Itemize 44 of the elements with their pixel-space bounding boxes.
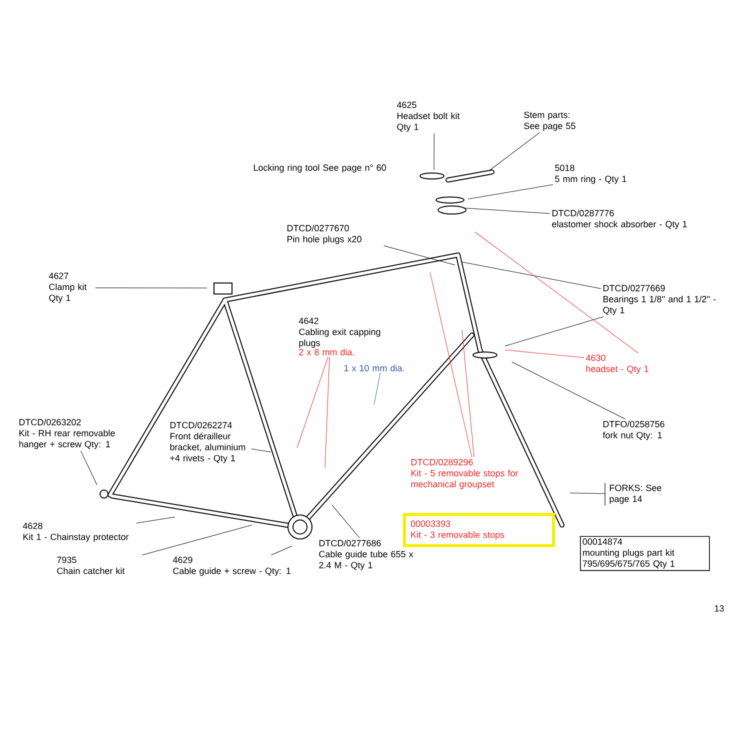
callout-text: 4625 Headset bolt kit Qty 1 [396,102,460,132]
callout-text: 4627 Clamp kit Qty 1 [48,272,87,303]
leader-line [474,232,638,354]
note-text: Locking ring tool See page n° 60 [254,164,386,173]
leader-line [468,184,554,200]
callout-text: Stem parts: See page 55 [524,112,576,131]
callout-text: DTCD/0287776 elastomer shock absorber - Qty 1 [552,210,687,230]
leader-line [136,516,176,524]
leader-line [324,356,330,468]
leader-line [490,132,540,170]
leader-line [142,524,252,556]
leader-line [374,372,380,406]
callout-text: 4642 Cabling exit capping plugs [298,318,380,348]
page-number: 13 [714,605,724,612]
callout-text: DTCD/0277669 Bearings 1 1/8'' and 1 1/2'' - Qty 1 [603,284,716,316]
leader-line [384,246,456,266]
callout-text: 5018 5 mm ring - Qty 1 [555,164,626,184]
callout-text: DTCD/0289296 Kit - 5 removable stops for mechanical groupset [411,458,518,490]
leader-line [504,316,604,346]
callout-text: 4629 Cable guide + screw - Qty: 1 [172,556,291,576]
callout-text: 1 x 10 mm dia. [344,364,404,372]
callout-text: 4628 Kit 1 - Chainstay protector [22,522,129,542]
leader-line [270,546,292,556]
leader-line [296,356,328,448]
leader-line [430,272,472,458]
leader-line [80,450,98,486]
callout-text: DTCD/0263202 Kit - RH rear removable hanger + screw Qty: 1 [19,418,115,450]
callout-text: 7935 Chain catcher kit [57,556,125,574]
callout-text: DTCD/0277670 Pin hole plugs x20 [287,224,362,244]
callout-text: DTCD/0262274 Front dérailleur bracket, aluminium +4 rivets - Qty 1 [170,422,246,464]
callout-text: DTFO/0258756 fork nut Qty: 1 [602,420,664,440]
leader-line [462,330,474,458]
callout-text: 2 x 8 mm dia. [299,348,354,356]
leader-line [251,448,272,452]
callout-text: 4630 headset - Qty 1 [586,354,648,374]
leader-line [462,262,602,289]
callout-box: 00003393 Kit - 3 removable stops [403,513,555,548]
leader-line [504,350,584,358]
leader-line [570,492,606,494]
leader-line [332,504,360,538]
leader-line [462,208,550,214]
callout-box: 00014874 mounting plugs part kit 795/695/675/765 Qty 1 [580,536,710,571]
leader-line [512,362,626,420]
callout-box: FORKS: See page 14 [604,482,662,506]
